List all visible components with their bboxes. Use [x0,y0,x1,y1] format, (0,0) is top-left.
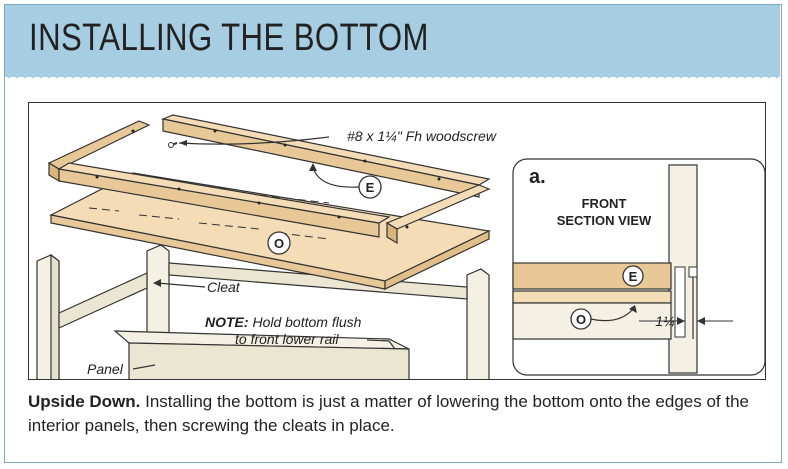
note-line-1: NOTE: Hold bottom flush [205,314,362,330]
caption-text: Installing the bottom is just a matter o… [28,392,749,435]
note-leader [366,339,396,350]
screw-label: #8 x 1¼" Fh woodscrew [347,128,497,144]
caption: Upside Down. Installing the bottom is ju… [28,390,763,438]
header-zigzag-edge [5,73,780,79]
cleat-label: Cleat [207,279,241,295]
cabinet-base [36,244,490,379]
cleat-frame [47,114,491,245]
screw-holes [95,129,441,229]
woodscrew [168,136,330,148]
detail-dimension: 1¼ [655,313,675,329]
detail-letter: a. [529,166,546,188]
note-line-2: to front lower rail [235,331,339,347]
callout-e: E [309,163,382,199]
zigzag-path [5,73,780,79]
illustration-panel: #8 x 1¼" Fh woodscrew E O Cleat NOTE: Ho… [28,102,766,380]
caption-lead: Upside Down. [28,392,141,411]
svg-text:O: O [576,312,586,327]
svg-text:E: E [629,269,638,284]
svg-text:E: E [366,180,375,195]
cleat-callout [153,279,206,288]
panel-label: Panel [87,361,124,377]
svg-text:O: O [274,236,284,251]
page-title: INSTALLING THE BOTTOM [29,17,429,59]
header-band: INSTALLING THE BOTTOM [5,5,780,77]
detail-front-section-view: a. FRONT SECTION VIEW E O [512,158,765,376]
installing-bottom-drawing: #8 x 1¼" Fh woodscrew E O Cleat NOTE: Ho… [36,114,765,379]
callout-o: O [267,231,291,255]
detail-title-2: SECTION VIEW [557,213,652,228]
detail-title-1: FRONT [582,196,627,211]
bottom-panel [49,172,491,290]
